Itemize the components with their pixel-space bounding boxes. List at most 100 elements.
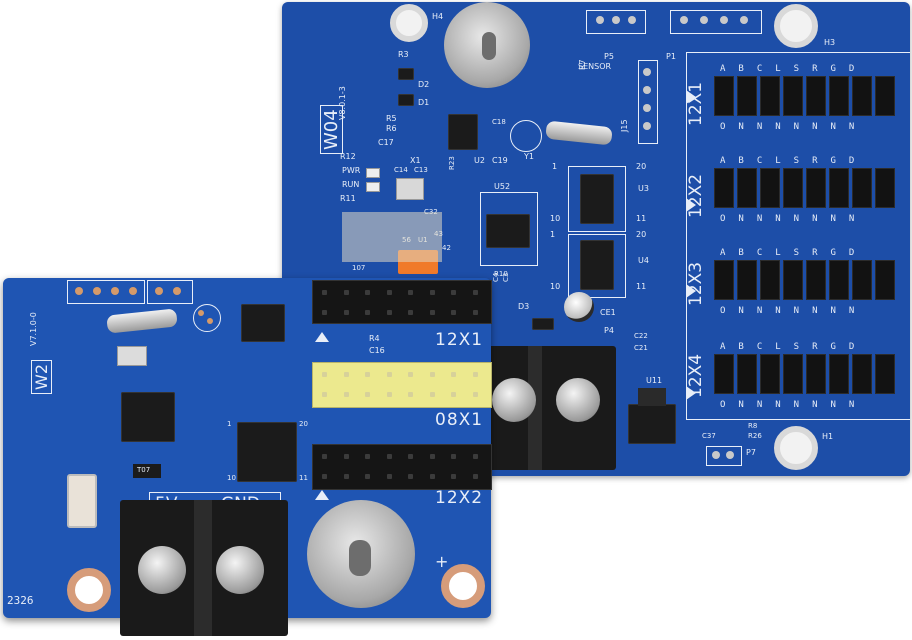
label-c13: C13 bbox=[414, 166, 428, 174]
label-u3-pin11: 11 bbox=[636, 214, 647, 223]
w2-crystal-pads bbox=[193, 304, 221, 332]
pin-letters-12x2-bottom: ONNNNNNN bbox=[720, 214, 868, 224]
connector-slot bbox=[737, 354, 757, 394]
connector-slot bbox=[714, 260, 734, 300]
label-h4: H4 bbox=[432, 12, 444, 21]
connector-slot bbox=[806, 76, 826, 116]
header-pin bbox=[451, 392, 456, 397]
label-c37: C37 bbox=[702, 432, 716, 440]
label-d3: D3 bbox=[518, 302, 530, 311]
connector-12x4[interactable] bbox=[714, 354, 895, 394]
header-pin bbox=[472, 372, 478, 377]
diode-d3 bbox=[532, 318, 554, 330]
connector-12x2[interactable] bbox=[714, 168, 895, 208]
label-w2-pin1: 1 bbox=[227, 420, 232, 428]
label-p1: P1 bbox=[666, 52, 676, 61]
p7-connector[interactable] bbox=[706, 446, 742, 466]
w2-version-label: V7.1.0-0 bbox=[29, 312, 38, 346]
connector-slot bbox=[875, 354, 895, 394]
capacitor-ce1 bbox=[564, 292, 594, 322]
label-u4-pin20: 20 bbox=[636, 230, 647, 239]
p1-connector[interactable] bbox=[670, 10, 762, 34]
label-plus: + bbox=[435, 552, 449, 571]
connector-slot bbox=[714, 354, 734, 394]
chip-u52 bbox=[486, 214, 530, 248]
label-u3-pin1: 1 bbox=[552, 162, 558, 171]
pad bbox=[207, 318, 213, 324]
header-pin bbox=[429, 474, 435, 479]
label-u11: U11 bbox=[646, 376, 663, 385]
w2-battery-clip bbox=[349, 540, 371, 576]
connector-slot bbox=[875, 260, 895, 300]
pin bbox=[643, 68, 651, 76]
label-r5: R5 bbox=[386, 114, 397, 123]
label-u3: U3 bbox=[638, 184, 649, 193]
u52-outline bbox=[480, 192, 538, 266]
connector-12x3[interactable] bbox=[714, 260, 895, 300]
w2-t07-component bbox=[133, 464, 161, 478]
w2-main-chip bbox=[121, 392, 175, 442]
pin bbox=[680, 16, 688, 24]
label-ce1: CE1 bbox=[600, 308, 616, 317]
connector-slot bbox=[760, 168, 780, 208]
w2-push-button[interactable] bbox=[67, 474, 97, 528]
main-mcu-area bbox=[342, 212, 442, 262]
connector-slot bbox=[806, 260, 826, 300]
u4-outline bbox=[568, 234, 626, 298]
u11-tab bbox=[638, 388, 666, 406]
connector-slot bbox=[852, 354, 872, 394]
connector-slot bbox=[783, 76, 803, 116]
w04-terminal-screw-right[interactable] bbox=[556, 378, 600, 422]
label-n107: 107 bbox=[352, 264, 366, 272]
label-u52: U52 bbox=[494, 182, 511, 191]
header-pin bbox=[429, 310, 435, 315]
label-x1: X1 bbox=[410, 156, 421, 165]
w2-crystal bbox=[106, 308, 178, 334]
label-h1: H1 bbox=[822, 432, 834, 441]
regulator-u11 bbox=[628, 404, 676, 444]
connector-slot bbox=[829, 76, 849, 116]
w2-header-12x2[interactable] bbox=[312, 444, 492, 490]
connector-slot bbox=[737, 260, 757, 300]
w2-terminal-screw-gnd[interactable] bbox=[216, 546, 264, 594]
header-pin bbox=[408, 454, 413, 459]
label-y1: Y1 bbox=[524, 152, 534, 161]
connector-slot bbox=[875, 76, 895, 116]
connector-slot bbox=[852, 76, 872, 116]
header-pin bbox=[322, 310, 327, 315]
header-pin bbox=[343, 474, 349, 479]
header-pin bbox=[472, 392, 478, 397]
pin-letters-12x1-bottom: ONNNNNNN bbox=[720, 122, 868, 132]
connector-slot bbox=[783, 260, 803, 300]
label-r3: R3 bbox=[398, 50, 409, 59]
pad bbox=[198, 310, 204, 316]
header-pin bbox=[365, 454, 370, 459]
pin bbox=[720, 16, 728, 24]
label-c22: C22 bbox=[634, 332, 648, 340]
header-pin bbox=[365, 290, 370, 295]
port-arrow-12x1 bbox=[686, 90, 696, 104]
label-p4: P4 bbox=[604, 326, 614, 335]
mounting-hole-h4 bbox=[390, 4, 428, 42]
connector-12x1[interactable] bbox=[714, 76, 895, 116]
w2-header-12x1[interactable] bbox=[312, 280, 492, 324]
pin bbox=[596, 16, 604, 24]
w2-header-08x1[interactable] bbox=[312, 362, 492, 408]
label-run: RUN bbox=[342, 180, 360, 189]
sensor-connector[interactable] bbox=[586, 10, 646, 34]
w2-top-header-a[interactable] bbox=[67, 280, 145, 304]
w2-top-header-b[interactable] bbox=[147, 280, 193, 304]
label-w2-pin11: 11 bbox=[299, 474, 308, 482]
connector-slot bbox=[760, 76, 780, 116]
j15-header[interactable] bbox=[638, 60, 658, 144]
pin bbox=[155, 287, 163, 295]
w04-terminal-screw-left[interactable] bbox=[492, 378, 536, 422]
label-c14: C14 bbox=[394, 166, 408, 174]
port-arrow-12x4 bbox=[686, 386, 696, 400]
header-label-12x2: 12X2 bbox=[435, 488, 484, 508]
label-d1: D1 bbox=[418, 98, 430, 107]
pin-letters-12x1-top: ABCLSRGD bbox=[720, 64, 868, 74]
label-p7: P7 bbox=[746, 448, 756, 457]
connector-slot bbox=[829, 260, 849, 300]
w2-terminal-screw-5v[interactable] bbox=[138, 546, 186, 594]
